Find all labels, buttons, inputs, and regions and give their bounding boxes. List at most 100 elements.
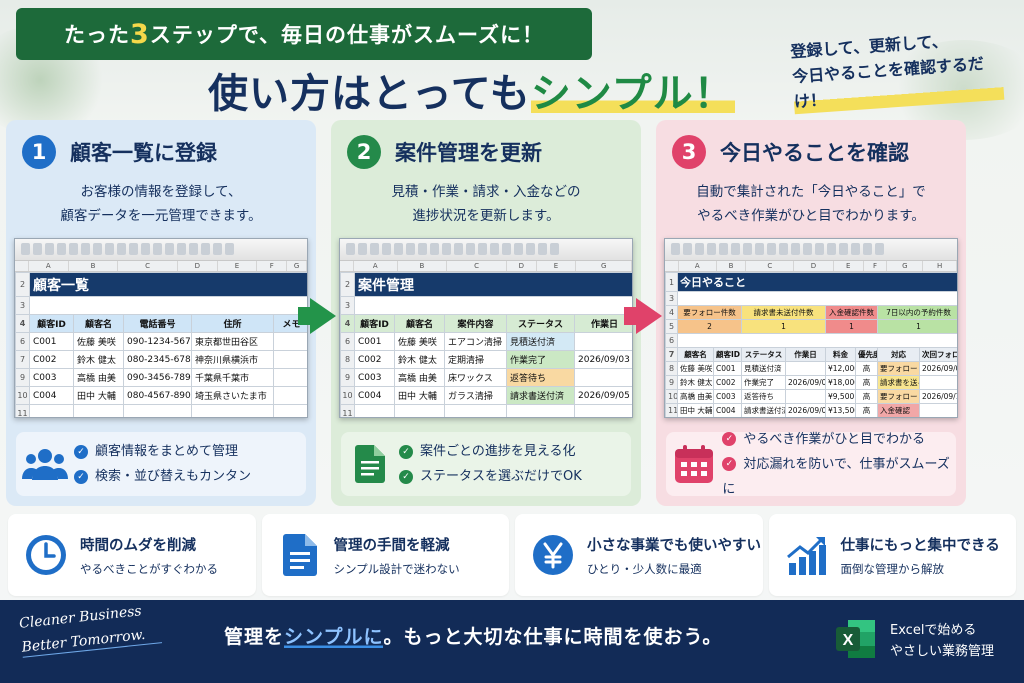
status-cell[interactable]: 作業完了 bbox=[506, 350, 575, 369]
cell[interactable]: 千葉県千葉市 bbox=[191, 368, 274, 387]
action-cell[interactable]: 要フォロー bbox=[877, 361, 920, 376]
cell[interactable]: C001 bbox=[354, 332, 395, 351]
table-row[interactable]: 10 C004 田中 大輔 ガラス清掃 請求書送付済 2026/09/05 bbox=[340, 386, 632, 405]
cell[interactable]: 090-3456-7890 bbox=[123, 368, 192, 387]
row-number: 5 bbox=[665, 319, 678, 334]
cell[interactable]: 見積送付済 bbox=[741, 361, 786, 376]
cell[interactable]: ¥12,000 bbox=[825, 361, 856, 376]
cell[interactable]: 東京都世田谷区 bbox=[191, 332, 274, 351]
cell[interactable]: C001 bbox=[713, 361, 742, 376]
page-title: 使い方はとってもシンプル！ bbox=[208, 61, 768, 119]
cell[interactable]: C001 bbox=[29, 332, 74, 351]
cell[interactable]: 鈴木 健太 bbox=[394, 350, 445, 369]
title-pre: 使い方はとっても bbox=[208, 71, 531, 117]
col-letter: C bbox=[746, 261, 795, 271]
action-cell[interactable]: 入金確認 bbox=[877, 403, 920, 417]
table-row[interactable]: 6 C001 佐藤 美咲 エアコン清掃 見積送付済 bbox=[340, 332, 632, 351]
row-number: 8 bbox=[340, 350, 355, 369]
cell[interactable]: エアコン清掃 bbox=[444, 332, 507, 351]
cell[interactable]: 2026/09/03 bbox=[573, 350, 632, 369]
cell[interactable]: 2026/09/05 bbox=[785, 403, 826, 417]
table-row[interactable]: 10 高橋 由美 C003 返答待ち ¥9,500 高 要フォロー 2026/0… bbox=[665, 389, 957, 404]
arrow-right-icon bbox=[298, 307, 312, 325]
cell[interactable]: 2026/09/05 bbox=[573, 386, 632, 405]
table-row[interactable]: 10 C004 田中 大輔 080-4567-8901 埼玉県さいたま市 bbox=[15, 386, 307, 405]
cell[interactable]: 床ワックス bbox=[444, 368, 507, 387]
cell[interactable] bbox=[919, 375, 957, 390]
cell[interactable] bbox=[272, 368, 307, 387]
cell[interactable]: 高橋 由美 bbox=[677, 389, 714, 404]
cell[interactable]: 佐藤 美咲 bbox=[73, 332, 124, 351]
table-row[interactable]: 7 C002 鈴木 健太 080-2345-6789 神奈川県横浜市 bbox=[15, 350, 307, 369]
cell[interactable] bbox=[272, 386, 307, 405]
cell[interactable]: 高橋 由美 bbox=[73, 368, 124, 387]
cell[interactable]: 鈴木 健太 bbox=[73, 350, 124, 369]
cell[interactable]: C004 bbox=[354, 386, 395, 405]
cell[interactable]: 080-2345-6789 bbox=[123, 350, 192, 369]
row-number: 9 bbox=[340, 368, 355, 387]
cell[interactable]: 佐藤 美咲 bbox=[677, 361, 714, 376]
cell[interactable]: 返答待ち bbox=[741, 389, 786, 404]
feature-list: ✓顧客情報をまとめて管理 ✓検索・並び替えもカンタン bbox=[74, 439, 251, 489]
feature-box: ✓やるべき作業がひと目でわかる ✓対応漏れを防いで、仕事がスムーズに bbox=[666, 432, 956, 497]
cell[interactable]: 田中 大輔 bbox=[73, 386, 124, 405]
cell[interactable]: 2026/09/05 bbox=[919, 361, 957, 376]
cell[interactable]: 高 bbox=[855, 361, 878, 376]
action-cell[interactable]: 請求書を送る bbox=[877, 375, 920, 390]
cell[interactable]: 定期清掃 bbox=[444, 350, 507, 369]
cell[interactable]: 高橋 由美 bbox=[394, 368, 445, 387]
cell[interactable] bbox=[919, 403, 957, 417]
table-row[interactable]: 8 C002 鈴木 健太 定期清掃 作業完了 2026/09/03 bbox=[340, 350, 632, 369]
status-cell[interactable]: 請求書送付済 bbox=[506, 386, 575, 405]
column-letters: A B C D E F G bbox=[15, 261, 307, 272]
benefit-card: 小さな事業でも使いやすいひとり・少人数に最適 bbox=[515, 514, 763, 596]
cell[interactable]: 高 bbox=[855, 403, 878, 417]
table-row[interactable]: 9 C003 高橋 由美 床ワックス 返答待ち bbox=[340, 368, 632, 387]
cell[interactable]: 080-4567-8901 bbox=[123, 386, 192, 405]
cell[interactable]: 2026/09/03 bbox=[785, 375, 826, 390]
row-number: 10 bbox=[665, 389, 678, 404]
cell[interactable]: 090-1234-5678 bbox=[123, 332, 192, 351]
cell[interactable]: ¥9,500 bbox=[825, 389, 856, 404]
cell[interactable]: ガラス清掃 bbox=[444, 386, 507, 405]
cell[interactable]: 田中 大輔 bbox=[677, 403, 714, 417]
table-row[interactable]: 6 C001 佐藤 美咲 090-1234-5678 東京都世田谷区 bbox=[15, 332, 307, 351]
cell[interactable] bbox=[785, 389, 826, 404]
cell[interactable]: C002 bbox=[29, 350, 74, 369]
table-row[interactable]: 8 佐藤 美咲 C001 見積送付済 ¥12,000 高 要フォロー 2026/… bbox=[665, 361, 957, 376]
cell[interactable]: C003 bbox=[354, 368, 395, 387]
table-row[interactable]: 11 田中 大輔 C004 請求書送付済 2026/09/05 ¥13,500 … bbox=[665, 403, 957, 417]
cell[interactable] bbox=[785, 361, 826, 376]
step-description: お客様の情報を登録して、 顧客データを一元管理できます。 bbox=[6, 180, 316, 228]
cell[interactable]: 埼玉県さいたま市 bbox=[191, 386, 274, 405]
cell[interactable]: 田中 大輔 bbox=[394, 386, 445, 405]
cell[interactable] bbox=[272, 332, 307, 351]
cell[interactable]: 高 bbox=[855, 389, 878, 404]
cell[interactable]: C002 bbox=[713, 375, 742, 390]
cell[interactable]: C004 bbox=[29, 386, 74, 405]
cell[interactable] bbox=[573, 332, 632, 351]
cell[interactable]: 神奈川県横浜市 bbox=[191, 350, 274, 369]
cell[interactable]: ¥18,000 bbox=[825, 375, 856, 390]
cell[interactable]: 高 bbox=[855, 375, 878, 390]
cell[interactable]: 2026/09/10 bbox=[919, 389, 957, 404]
action-cell[interactable]: 要フォロー bbox=[877, 389, 920, 404]
cell[interactable]: C003 bbox=[29, 368, 74, 387]
cell[interactable]: C003 bbox=[713, 389, 742, 404]
column-header: 次回フォロー日 bbox=[919, 347, 957, 362]
status-cell[interactable]: 見積送付済 bbox=[506, 332, 575, 351]
cell[interactable]: 鈴木 健太 bbox=[677, 375, 714, 390]
cell[interactable]: 請求書送付済 bbox=[741, 403, 786, 417]
cell[interactable]: ¥13,500 bbox=[825, 403, 856, 417]
status-cell[interactable]: 返答待ち bbox=[506, 368, 575, 387]
cell[interactable]: 作業完了 bbox=[741, 375, 786, 390]
cell[interactable]: C002 bbox=[354, 350, 395, 369]
col-letter: E bbox=[218, 261, 258, 271]
table-row[interactable]: 9 鈴木 健太 C002 作業完了 2026/09/03 ¥18,000 高 請… bbox=[665, 375, 957, 390]
cell[interactable] bbox=[272, 350, 307, 369]
cell[interactable]: 佐藤 美咲 bbox=[394, 332, 445, 351]
cell[interactable]: C004 bbox=[713, 403, 742, 417]
table-row[interactable]: 9 C003 高橋 由美 090-3456-7890 千葉県千葉市 bbox=[15, 368, 307, 387]
cell[interactable] bbox=[573, 368, 632, 387]
